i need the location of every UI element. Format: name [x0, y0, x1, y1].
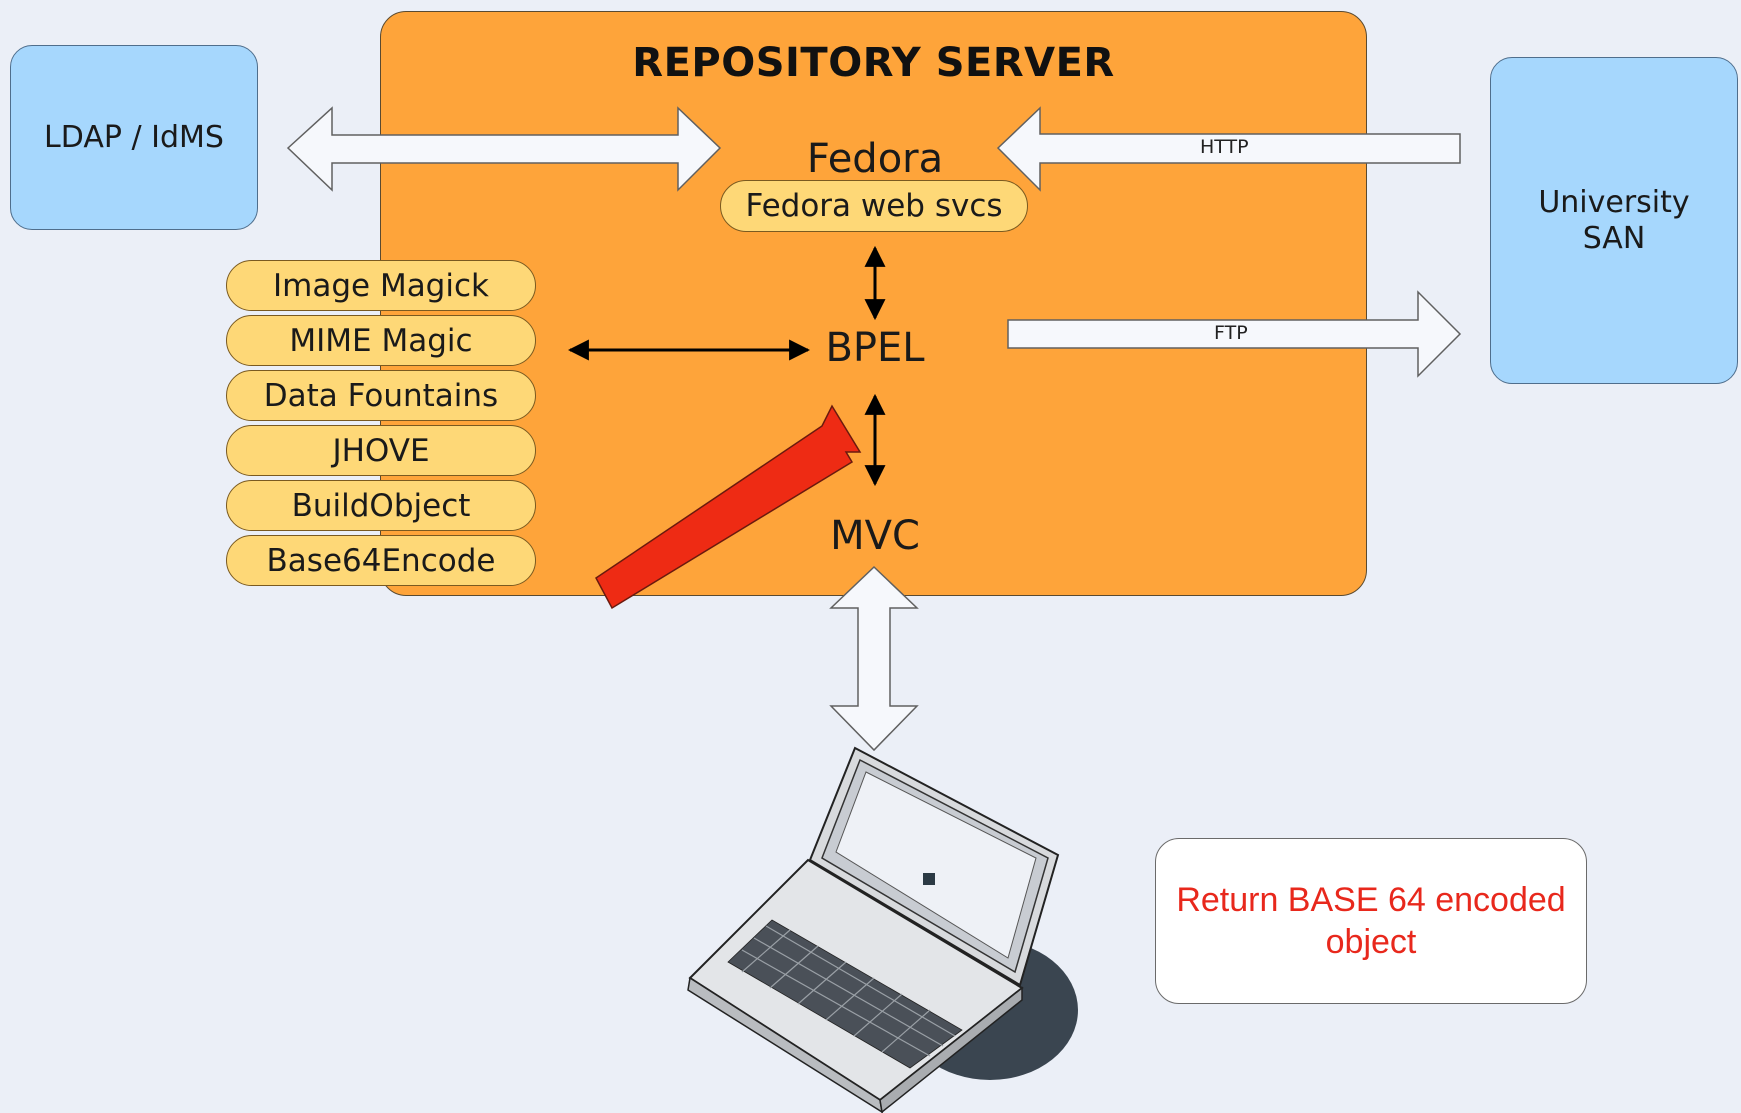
tool-label: JHOVE — [332, 432, 430, 469]
university-san-box: University SAN — [1490, 57, 1738, 384]
san-label-line2: SAN — [1582, 220, 1646, 256]
tool-jhove: JHOVE — [226, 425, 536, 476]
http-label: HTTP — [1200, 136, 1249, 158]
tool-label: BuildObject — [291, 487, 471, 524]
tool-label: Image Magick — [273, 267, 489, 304]
repository-server-title: REPOSITORY SERVER — [632, 40, 1115, 86]
fedora-web-svcs-label: Fedora web svcs — [745, 188, 1003, 224]
bpel-label: BPEL — [825, 325, 925, 371]
fedora-web-svcs-pill: Fedora web svcs — [720, 180, 1028, 232]
tool-mime-magic: MIME Magic — [226, 315, 536, 366]
ftp-label: FTP — [1214, 322, 1248, 344]
tool-label: MIME Magic — [289, 322, 473, 359]
tool-label: Data Fountains — [263, 377, 499, 414]
highlight-red-arrow — [595, 404, 862, 610]
tool-image-magick: Image Magick — [226, 260, 536, 311]
http-arrow — [996, 106, 1461, 192]
mvc-laptop-arrow — [829, 565, 919, 752]
san-label-line1: University — [1538, 184, 1690, 220]
ldap-fedora-arrow — [286, 106, 722, 192]
mvc-label: MVC — [830, 513, 920, 559]
ldap-idms-label: LDAP / IdMS — [44, 119, 224, 155]
tool-buildobject: BuildObject — [226, 480, 536, 531]
fedora-label: Fedora — [806, 136, 944, 182]
ftp-arrow — [1007, 290, 1462, 378]
ldap-idms-box: LDAP / IdMS — [10, 45, 258, 230]
return-note-box: Return BASE 64 encoded object — [1155, 838, 1587, 1004]
tool-label: Base64Encode — [266, 542, 496, 579]
tool-data-fountains: Data Fountains — [226, 370, 536, 421]
tool-base64encode: Base64Encode — [226, 535, 536, 586]
tools-stack: Image Magick MIME Magic Data Fountains J… — [226, 260, 536, 590]
return-note-text: Return BASE 64 encoded object — [1176, 881, 1566, 961]
